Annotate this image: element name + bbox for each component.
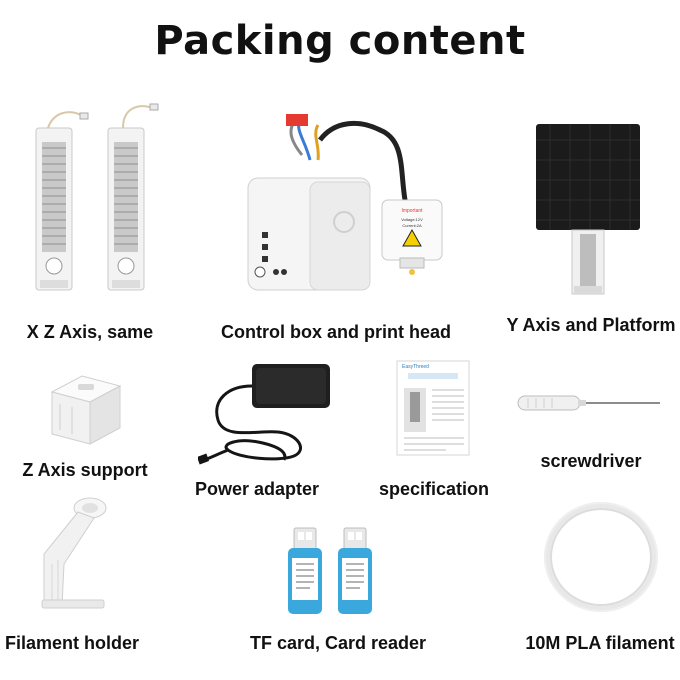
- xz-axis-image: [28, 98, 168, 298]
- sticker-line-1: Voltage:12V: [401, 217, 423, 222]
- sticker-line-2: Current:2A: [402, 223, 422, 228]
- control-box-label: Control box and print head: [221, 322, 451, 342]
- sticker-heading: Important: [401, 208, 423, 214]
- pla-filament-label: 10M PLA filament: [525, 633, 675, 653]
- z-axis-support-label: Z Axis support: [22, 460, 148, 480]
- tf-card-label: TF card, Card reader: [249, 633, 427, 653]
- manual-brand: EasyThreed: [402, 364, 429, 370]
- control-box-image: Important Voltage:12V Current:2A: [240, 100, 450, 295]
- z-axis-support-image: [48, 370, 124, 448]
- xz-axis-label: X Z Axis, same: [26, 322, 154, 342]
- y-axis-label: Y Axis and Platform: [506, 315, 676, 335]
- screwdriver-image: [516, 388, 664, 418]
- y-axis-image: [530, 120, 646, 300]
- specification-image: EasyThreed: [396, 360, 470, 456]
- specification-label: specification: [378, 479, 490, 499]
- power-adapter-image: [198, 360, 338, 470]
- screwdriver-label: screwdriver: [540, 451, 642, 471]
- page-title: Packing content: [154, 18, 526, 64]
- pla-filament-image: [540, 498, 662, 616]
- power-adapter-label: Power adapter: [194, 479, 320, 499]
- filament-holder-image: [34, 494, 110, 616]
- filament-holder-label: Filament holder: [4, 633, 140, 653]
- card-text: Please format the TF card and try again …: [321, 615, 347, 618]
- tf-card-image: Please format the TF card and try again …: [286, 524, 382, 618]
